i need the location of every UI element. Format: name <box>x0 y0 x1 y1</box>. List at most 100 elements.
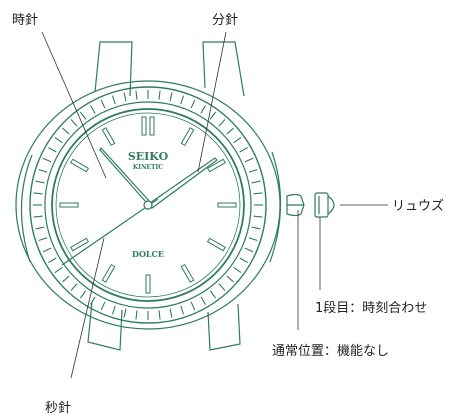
lug-bottom-left <box>87 301 123 351</box>
bezel-tick <box>70 119 78 127</box>
bezel-tick <box>48 257 57 263</box>
label-hour-hand: 時針 <box>12 13 38 28</box>
bezel-tick <box>48 147 57 153</box>
bezel-tick <box>209 290 217 299</box>
label-crown-normal: 通常位置：機能なし <box>272 344 389 359</box>
bezel-tick <box>70 283 78 291</box>
bezel-tick <box>226 275 234 283</box>
bezel-inner-ring <box>44 101 252 309</box>
hour-marker <box>70 237 90 252</box>
hour-marker <box>141 116 147 136</box>
bezel-tick <box>79 290 87 299</box>
bezel-tick <box>244 157 254 163</box>
bezel-tick <box>79 111 87 120</box>
bezel-tick <box>158 90 161 100</box>
callout-lines <box>41 31 388 379</box>
bezel-ticks <box>33 90 263 320</box>
hands <box>61 146 218 266</box>
bezel-tick <box>180 305 185 315</box>
bezel-tick <box>42 157 52 163</box>
hour-marker <box>217 202 237 208</box>
dial-edge <box>51 108 245 302</box>
bezel-tick <box>190 301 196 311</box>
hour-marker <box>180 127 195 147</box>
bezel-tick <box>111 95 116 105</box>
bezel-tick <box>244 247 254 253</box>
bezel-tick <box>226 127 234 135</box>
hour-marker <box>70 158 90 173</box>
hour-marker <box>149 116 155 136</box>
case-side-right <box>269 151 282 263</box>
bezel-tick <box>90 105 96 114</box>
bezel-tick <box>62 127 70 135</box>
bezel-tick <box>38 237 48 242</box>
dial-brand: SEIKO <box>128 150 169 163</box>
second-hand <box>61 198 159 266</box>
bezel-tick <box>54 266 63 274</box>
bezel-tick <box>239 257 248 263</box>
callout-second <box>70 237 105 379</box>
case-side-left <box>20 154 33 263</box>
bezel-tick <box>135 310 138 320</box>
label-second-hand: 秒針 <box>45 401 71 416</box>
case-outer <box>15 80 281 330</box>
label-crown-position-1: 1段目：時刻合わせ <box>315 301 427 316</box>
hour-marker <box>101 127 116 147</box>
callout-minute <box>197 31 227 173</box>
bezel-tick <box>100 99 106 109</box>
label-crown: リュウズ <box>392 198 444 214</box>
dial-model: DOLCE <box>132 249 164 259</box>
dial-ring <box>55 112 241 298</box>
lug-top-left <box>94 41 133 97</box>
crown-pulled <box>314 192 335 218</box>
bezel-tick <box>158 310 161 320</box>
crown-normal <box>286 193 305 217</box>
center-pin <box>143 200 153 210</box>
bezel-tick <box>90 296 96 305</box>
bezel-tick <box>35 180 45 184</box>
bezel-tick <box>54 136 63 144</box>
hour-marker <box>59 202 79 208</box>
bezel-tick <box>233 266 242 274</box>
lug-top-right <box>202 41 245 97</box>
bezel-tick <box>123 308 127 318</box>
label-minute-hand: 分針 <box>212 13 238 28</box>
bezel-tick <box>180 95 185 105</box>
bezel-tick <box>123 92 127 102</box>
bezel-tick <box>218 119 226 127</box>
hour-marker <box>206 158 226 173</box>
bezel-tick <box>169 308 173 318</box>
watch-case <box>15 41 282 351</box>
bezel-tick <box>33 192 43 195</box>
bezel-tick <box>251 180 261 184</box>
callout-hour <box>41 31 107 179</box>
bezel-outer-ring <box>29 86 267 324</box>
bezel-tick <box>233 136 242 144</box>
dial-sub-brand: KINETIC <box>133 164 163 171</box>
bezel-tick <box>209 111 217 120</box>
bezel-tick <box>135 90 138 100</box>
hour-markers <box>59 116 237 294</box>
hour-marker <box>101 263 116 283</box>
hour-marker <box>206 237 226 252</box>
bezel-tick <box>248 168 258 173</box>
hour-marker <box>145 274 151 294</box>
lug-bottom-right <box>207 303 241 351</box>
bezel-tick <box>239 147 248 153</box>
bezel-tick <box>200 296 206 305</box>
bezel-tick <box>62 275 70 283</box>
bezel-tick <box>38 168 48 173</box>
bezel-tick <box>253 192 263 195</box>
bezel-tick <box>35 226 45 230</box>
bezel-tick <box>33 215 43 218</box>
bezel-tick <box>248 237 258 242</box>
bezel-tick <box>190 99 196 109</box>
bezel-tick <box>251 226 261 230</box>
bezel-tick <box>111 305 116 315</box>
bezel-tick <box>42 247 52 253</box>
bezel-tick <box>253 215 263 218</box>
bezel <box>29 86 267 324</box>
bezel-tick <box>100 301 106 311</box>
